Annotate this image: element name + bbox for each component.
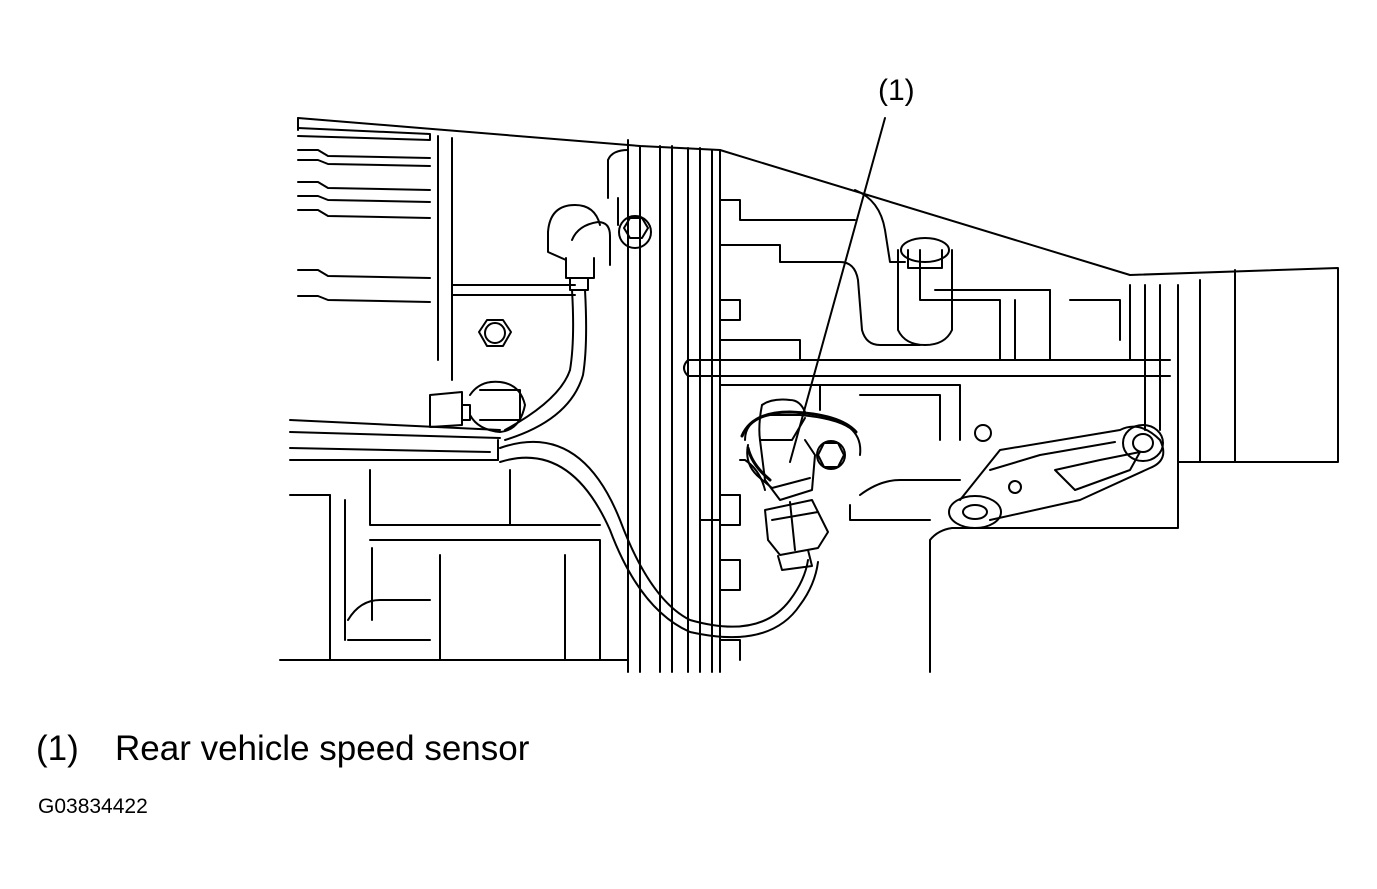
lower-webbing xyxy=(290,460,960,660)
rear-bracket xyxy=(949,425,1163,528)
case-interior-webbing xyxy=(720,190,1235,462)
center-flange-lines xyxy=(608,146,720,672)
figure-id: G03834422 xyxy=(38,795,148,818)
left-rib-lines xyxy=(298,128,575,380)
rear-vehicle-speed-sensor xyxy=(742,400,860,570)
legend-text: Rear vehicle speed sensor xyxy=(115,729,530,768)
legend-number: (1) xyxy=(36,729,79,768)
legend-row: (1) Rear vehicle speed sensor xyxy=(36,728,529,770)
callout-number-label: (1) xyxy=(878,74,915,107)
transmission-line-drawing xyxy=(0,0,1377,700)
bolt-icon xyxy=(479,216,1021,493)
cross-rib xyxy=(684,360,1170,520)
cable-harness xyxy=(290,205,818,637)
callout-leader-line xyxy=(790,118,885,462)
